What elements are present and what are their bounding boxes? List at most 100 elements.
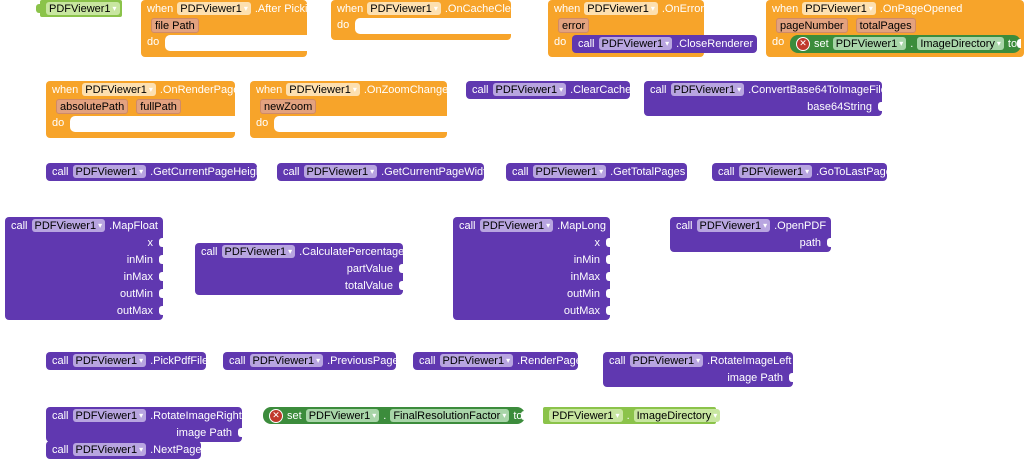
arg-input-socket[interactable]	[399, 281, 403, 290]
chevron-down-icon[interactable]: ▾	[559, 85, 564, 94]
chevron-down-icon[interactable]: ▾	[148, 85, 153, 94]
arg-input-socket[interactable]	[878, 102, 882, 111]
component-dropdown[interactable]: PDFViewer1▾	[72, 354, 147, 367]
component-dropdown[interactable]: PDFViewer1▾	[598, 37, 673, 50]
param-new-zoom[interactable]: newZoom	[260, 99, 317, 114]
component-dropdown[interactable]: PDFViewer1▾	[46, 2, 120, 15]
arg-input-socket[interactable]	[606, 238, 610, 247]
chevron-down-icon[interactable]: ▾	[112, 4, 117, 13]
do-statement-slot[interactable]	[165, 35, 307, 51]
do-statement-slot[interactable]	[70, 116, 235, 132]
arg-input-socket[interactable]	[159, 306, 163, 315]
component-dropdown[interactable]: PDFViewer1▾	[367, 2, 441, 15]
chevron-down-icon[interactable]: ▾	[139, 167, 144, 176]
param-full-path[interactable]: fullPath	[136, 99, 181, 114]
chevron-down-icon[interactable]: ▾	[372, 411, 377, 420]
component-dropdown[interactable]: PDFViewer1▾	[670, 83, 745, 96]
chevron-down-icon[interactable]: ▾	[139, 411, 144, 420]
component-dropdown[interactable]: PDFViewer1▾	[286, 83, 360, 96]
component-dropdown[interactable]: PDFViewer1▾	[82, 83, 156, 96]
chevron-down-icon[interactable]: ▾	[996, 39, 1001, 48]
chevron-down-icon[interactable]: ▾	[805, 167, 810, 176]
component-dropdown[interactable]: PDFViewer1▾	[629, 354, 704, 367]
param-error[interactable]: error	[558, 18, 590, 33]
chevron-down-icon[interactable]: ▾	[650, 4, 655, 13]
value-input-socket[interactable]	[521, 411, 525, 420]
arg-input-socket[interactable]	[606, 272, 610, 281]
arg-input-socket[interactable]	[159, 272, 163, 281]
chevron-down-icon[interactable]: ▾	[370, 167, 375, 176]
arg-input-socket[interactable]	[159, 289, 163, 298]
chevron-down-icon[interactable]: ▾	[243, 4, 248, 13]
param-total-pages[interactable]: totalPages	[855, 18, 916, 33]
do-statement-slot[interactable]	[274, 116, 447, 132]
chevron-down-icon[interactable]: ▾	[713, 411, 718, 420]
component-dropdown[interactable]: PDFViewer1▾	[532, 165, 607, 178]
component-dropdown[interactable]: PDFViewer1▾	[549, 409, 623, 422]
arg-input-socket[interactable]	[399, 264, 403, 273]
property-dropdown[interactable]: ImageDirectory▾	[633, 409, 721, 422]
param-page-number[interactable]: pageNumber	[776, 18, 848, 33]
chevron-down-icon[interactable]: ▾	[433, 4, 438, 13]
component-dropdown[interactable]: PDFViewer1▾	[738, 165, 813, 178]
component-getter-block[interactable]: PDFViewer1▾	[36, 0, 122, 17]
chevron-down-icon[interactable]: ▾	[506, 356, 511, 365]
chevron-down-icon[interactable]: ▾	[737, 85, 742, 94]
chevron-down-icon[interactable]: ▾	[696, 356, 701, 365]
chevron-down-icon[interactable]: ▾	[139, 445, 144, 454]
chevron-down-icon[interactable]: ▾	[599, 167, 604, 176]
chevron-down-icon[interactable]: ▾	[352, 85, 357, 94]
property-dropdown[interactable]: FinalResolutionFactor▾	[390, 409, 510, 422]
error-icon[interactable]: ✕	[796, 36, 810, 51]
param-file-path[interactable]: file Path	[151, 18, 199, 33]
chevron-down-icon[interactable]: ▾	[763, 221, 768, 230]
arg-input-socket[interactable]	[159, 238, 163, 247]
arg-input-socket[interactable]	[159, 255, 163, 264]
arg-input-socket[interactable]	[606, 289, 610, 298]
chevron-down-icon[interactable]: ▾	[288, 247, 293, 256]
component-dropdown[interactable]: PDFViewer1▾	[221, 245, 296, 258]
chevron-down-icon[interactable]: ▾	[98, 221, 103, 230]
value-input-socket[interactable]	[1017, 39, 1022, 48]
chevron-down-icon[interactable]: ▾	[615, 411, 620, 420]
component-dropdown[interactable]: PDFViewer1▾	[802, 2, 876, 15]
error-icon[interactable]: ✕	[269, 408, 283, 423]
chevron-down-icon[interactable]: ▾	[899, 39, 904, 48]
chevron-down-icon[interactable]: ▾	[665, 39, 670, 48]
component-dropdown[interactable]: PDFViewer1▾	[72, 165, 147, 178]
arg-input-socket[interactable]	[789, 373, 793, 382]
chevron-down-icon[interactable]: ▾	[502, 411, 507, 420]
arg-input-socket[interactable]	[606, 306, 610, 315]
chevron-down-icon[interactable]: ▾	[546, 221, 551, 230]
component-dropdown[interactable]: PDFViewer1▾	[439, 354, 514, 367]
component-dropdown[interactable]: PDFViewer1▾	[584, 2, 658, 15]
chevron-down-icon[interactable]: ▾	[316, 356, 321, 365]
chevron-down-icon[interactable]: ▾	[868, 4, 873, 13]
component-dropdown[interactable]: PDFViewer1▾	[72, 409, 147, 422]
component-dropdown[interactable]: PDFViewer1▾	[177, 2, 251, 15]
component-dropdown[interactable]: PDFViewer1▾	[305, 409, 380, 422]
chevron-down-icon[interactable]: ▾	[139, 356, 144, 365]
component-dropdown[interactable]: PDFViewer1▾	[832, 37, 907, 50]
do-statement-slot[interactable]	[355, 18, 511, 34]
